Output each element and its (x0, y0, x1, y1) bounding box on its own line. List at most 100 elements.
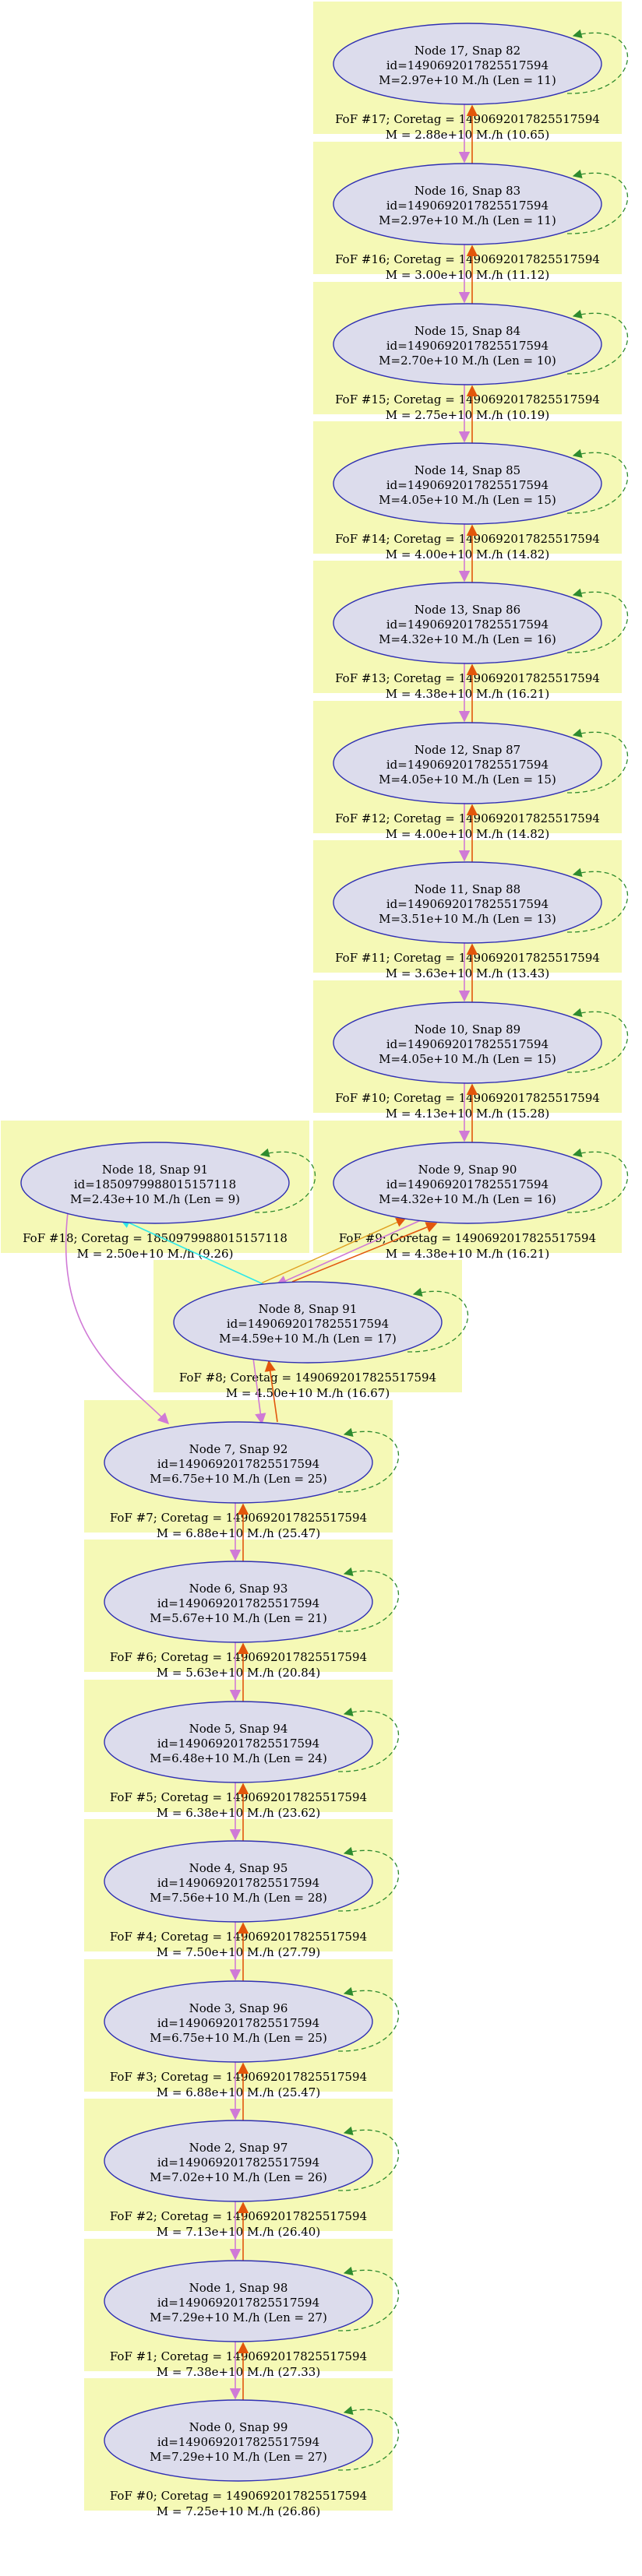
self-loop-edge (337, 2266, 400, 2331)
node-title: Node 7, Snap 92 (189, 1442, 288, 1456)
self-loop-edge (566, 449, 629, 514)
fof-label-line2: M = 5.63e+10 M./h (20.84) (157, 1666, 320, 1680)
self-loop-edge (254, 1148, 316, 1213)
node-c15[interactable]: Node 15, Snap 84id=1490692017825517594M=… (333, 303, 602, 385)
fof-label-line2: M = 3.00e+10 M./h (11.12) (386, 268, 549, 282)
c8-c18-branch-edge (118, 1217, 266, 1286)
node-title: Node 15, Snap 84 (414, 324, 520, 338)
node-c8[interactable]: Node 8, Snap 91id=1490692017825517594M=4… (173, 1281, 443, 1364)
node-ellipse[interactable] (333, 861, 602, 944)
fof-label-line1: FoF #18; Coretag = 1850979988015157118 (23, 1231, 287, 1245)
node-ellipse[interactable] (104, 2260, 373, 2342)
node-mass: M=2.70e+10 M./h (Len = 10) (379, 354, 556, 368)
c9-c8-descendant-edge (275, 1219, 422, 1286)
fof-label-line1: FoF #6; Coretag = 1490692017825517594 (110, 1650, 367, 1664)
self-loop-edge (566, 867, 629, 933)
fof-label-line1: FoF #12; Coretag = 1490692017825517594 (335, 811, 600, 825)
node-id: id=1490692017825517594 (157, 2296, 319, 2310)
fof-label-line1: FoF #0; Coretag = 1490692017825517594 (110, 2489, 367, 2503)
fof-label-line1: FoF #4; Coretag = 1490692017825517594 (110, 1930, 367, 1944)
node-c10[interactable]: Node 10, Snap 89id=1490692017825517594M=… (333, 1001, 602, 1084)
fof-label-line2: M = 4.00e+10 M./h (14.82) (386, 827, 549, 841)
node-ellipse[interactable] (104, 2399, 373, 2482)
node-ellipse[interactable] (333, 442, 602, 525)
node-ellipse[interactable] (333, 163, 602, 245)
fof-label-line2: M = 3.63e+10 M./h (13.43) (386, 966, 549, 980)
fof-label-line2: M = 7.25e+10 M./h (26.86) (157, 2504, 320, 2518)
node-title: Node 14, Snap 85 (414, 463, 520, 477)
fof-label-line2: M = 6.88e+10 M./h (25.47) (157, 1526, 320, 1540)
fof-label-line2: M = 4.00e+10 M./h (14.82) (386, 547, 549, 561)
node-c0[interactable]: Node 0, Snap 99id=1490692017825517594M=7… (104, 2399, 373, 2482)
node-c17[interactable]: Node 17, Snap 82id=1490692017825517594M=… (333, 23, 602, 105)
node-ellipse[interactable] (173, 1281, 443, 1364)
node-c11[interactable]: Node 11, Snap 88id=1490692017825517594M=… (333, 861, 602, 944)
node-c2[interactable]: Node 2, Snap 97id=1490692017825517594M=7… (104, 2120, 373, 2202)
fof-label-line2: M = 2.50e+10 M./h (9.26) (77, 1247, 234, 1261)
fof-label-line1: FoF #11; Coretag = 1490692017825517594 (335, 951, 600, 965)
node-title: Node 4, Snap 95 (189, 1861, 288, 1875)
node-ellipse[interactable] (20, 1142, 290, 1224)
c18-c7-descendant-edge (65, 1212, 170, 1425)
fof-label-line1: FoF #2; Coretag = 1490692017825517594 (110, 2209, 367, 2223)
node-c18[interactable]: Node 18, Snap 91id=1850979988015157118M=… (20, 1142, 290, 1224)
node-ellipse[interactable] (104, 1561, 373, 1643)
node-ellipse[interactable] (104, 1421, 373, 1504)
node-mass: M=6.75e+10 M./h (Len = 25) (150, 2031, 327, 2045)
node-c5[interactable]: Node 5, Snap 94id=1490692017825517594M=6… (104, 1701, 373, 1783)
node-c3[interactable]: Node 3, Snap 96id=1490692017825517594M=6… (104, 1980, 373, 2063)
node-c1[interactable]: Node 1, Snap 98id=1490692017825517594M=7… (104, 2260, 373, 2342)
node-c6[interactable]: Node 6, Snap 93id=1490692017825517594M=5… (104, 1561, 373, 1643)
node-title: Node 11, Snap 88 (414, 882, 520, 896)
node-ellipse[interactable] (104, 2120, 373, 2202)
fof-label-line2: M = 4.13e+10 M./h (15.28) (386, 1107, 549, 1121)
node-id: id=1490692017825517594 (386, 1037, 549, 1051)
node-title: Node 5, Snap 94 (189, 1722, 288, 1736)
c8-c9-progenitor-edge (291, 1222, 438, 1283)
fof-label-line1: FoF #15; Coretag = 1490692017825517594 (335, 392, 600, 406)
self-loop-edge (566, 169, 629, 234)
node-ellipse[interactable] (333, 1142, 602, 1224)
node-ellipse[interactable] (104, 1840, 373, 1923)
node-id: id=1490692017825517594 (386, 199, 549, 213)
fof-label-line1: FoF #16; Coretag = 1490692017825517594 (335, 252, 600, 266)
fof-label-line1: FoF #1; Coretag = 1490692017825517594 (110, 2349, 367, 2363)
node-title: Node 16, Snap 83 (414, 184, 520, 198)
node-c9[interactable]: Node 9, Snap 90id=1490692017825517594M=4… (333, 1142, 602, 1224)
fof-label-line2: M = 4.38e+10 M./h (16.21) (386, 687, 549, 701)
node-c4[interactable]: Node 4, Snap 95id=1490692017825517594M=7… (104, 1840, 373, 1923)
self-loop-edge (407, 1287, 469, 1353)
node-ellipse[interactable] (104, 1980, 373, 2063)
node-c16[interactable]: Node 16, Snap 83id=1490692017825517594M=… (333, 163, 602, 245)
node-title: Node 10, Snap 89 (414, 1022, 520, 1036)
node-c14[interactable]: Node 14, Snap 85id=1490692017825517594M=… (333, 442, 602, 525)
node-c12[interactable]: Node 12, Snap 87id=1490692017825517594M=… (333, 722, 602, 804)
node-ellipse[interactable] (333, 23, 602, 105)
node-ellipse[interactable] (333, 722, 602, 804)
node-mass: M=7.02e+10 M./h (Len = 26) (150, 2170, 327, 2184)
node-mass: M=4.05e+10 M./h (Len = 15) (379, 772, 556, 787)
node-mass: M=2.97e+10 M./h (Len = 11) (379, 73, 556, 87)
node-id: id=1490692017825517594 (157, 1876, 319, 1890)
node-ellipse[interactable] (333, 303, 602, 385)
node-id: id=1490692017825517594 (157, 2435, 319, 2449)
node-id: id=1490692017825517594 (386, 339, 549, 353)
node-c7[interactable]: Node 7, Snap 92id=1490692017825517594M=6… (104, 1421, 373, 1504)
node-ellipse[interactable] (104, 1701, 373, 1783)
node-id: id=1490692017825517594 (386, 897, 549, 911)
node-title: Node 9, Snap 90 (418, 1163, 517, 1177)
node-c13[interactable]: Node 13, Snap 86id=1490692017825517594M=… (333, 582, 602, 664)
fof-label-line2: M = 7.50e+10 M./h (27.79) (157, 1945, 320, 1959)
self-loop-edge (566, 588, 629, 653)
fof-label-line2: M = 4.50e+10 M./h (16.67) (226, 1386, 390, 1400)
node-id: id=1490692017825517594 (386, 478, 549, 492)
node-ellipse[interactable] (333, 1001, 602, 1084)
node-mass: M=6.48e+10 M./h (Len = 24) (150, 1751, 327, 1765)
c8-c9-progenitor-edge-secondary (260, 1217, 407, 1284)
self-loop-edge (337, 1427, 400, 1493)
self-loop-edge (337, 1567, 400, 1632)
node-ellipse[interactable] (333, 582, 602, 664)
node-mass: M=2.43e+10 M./h (Len = 9) (70, 1192, 240, 1206)
node-id: id=1490692017825517594 (157, 2155, 319, 2170)
